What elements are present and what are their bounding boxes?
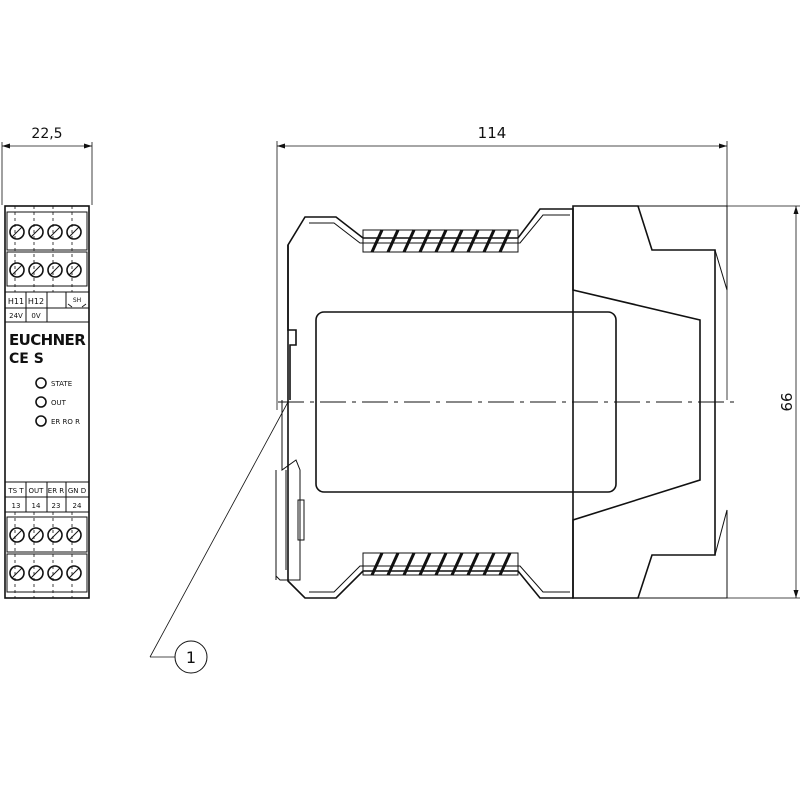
terminal-label-h11: H11 [8,297,24,306]
terminal-label-sh: SH [73,297,81,304]
terminal-sublabel-0v: 0V [31,312,40,320]
side-height-label: 99 [777,392,795,411]
side-view-housing [275,205,734,599]
terminal-num-24: 24 [73,502,82,510]
terminal-screws-row-1 [9,224,82,240]
terminal-screws-row-3 [9,527,82,543]
led-state-label: STATE [51,380,72,388]
brand-logo: EUCHNER [9,331,86,349]
shield-symbol-icon [67,303,87,308]
terminal-sublabel-24v: 24V [9,312,23,320]
led-state: STATE [35,377,72,389]
side-length-label: 114 [478,124,507,142]
callout-1: 1 [149,401,289,674]
terminal-label-gnd: GN D [68,487,86,495]
led-error: ER RO R [35,415,80,427]
terminal-label-h12: H12 [28,297,44,306]
led-out-icon [35,396,47,408]
model-name: CE S [9,351,44,367]
callout-1-label: 1 [186,648,196,667]
led-out-label: OUT [51,399,67,407]
front-view-module: H11 H12 SH 24V 0V EUCHNER CE S STATE OUT… [4,205,90,599]
terminal-screws-row-2 [9,262,82,278]
terminal-num-23: 23 [52,502,61,510]
callout-1-circle [174,640,208,674]
din-rail-clip [275,245,305,581]
top-vent-hatching [362,229,519,253]
led-error-label: ER RO R [51,418,80,426]
front-width-label: 22,5 [31,126,62,142]
terminal-num-14: 14 [32,502,41,510]
led-error-icon [35,415,47,427]
front-width-dimension: 22,5 [1,126,93,205]
side-length-dimension: 114 [276,124,728,410]
led-state-icon [35,377,47,389]
terminal-label-err: ER R [48,487,65,495]
led-out: OUT [35,396,67,408]
terminal-label-out: OUT [29,487,45,495]
terminal-screws-row-4 [9,565,82,581]
terminal-label-tst: TS T [7,487,24,495]
terminal-num-13: 13 [12,502,21,510]
bottom-vent-hatching [362,552,519,576]
